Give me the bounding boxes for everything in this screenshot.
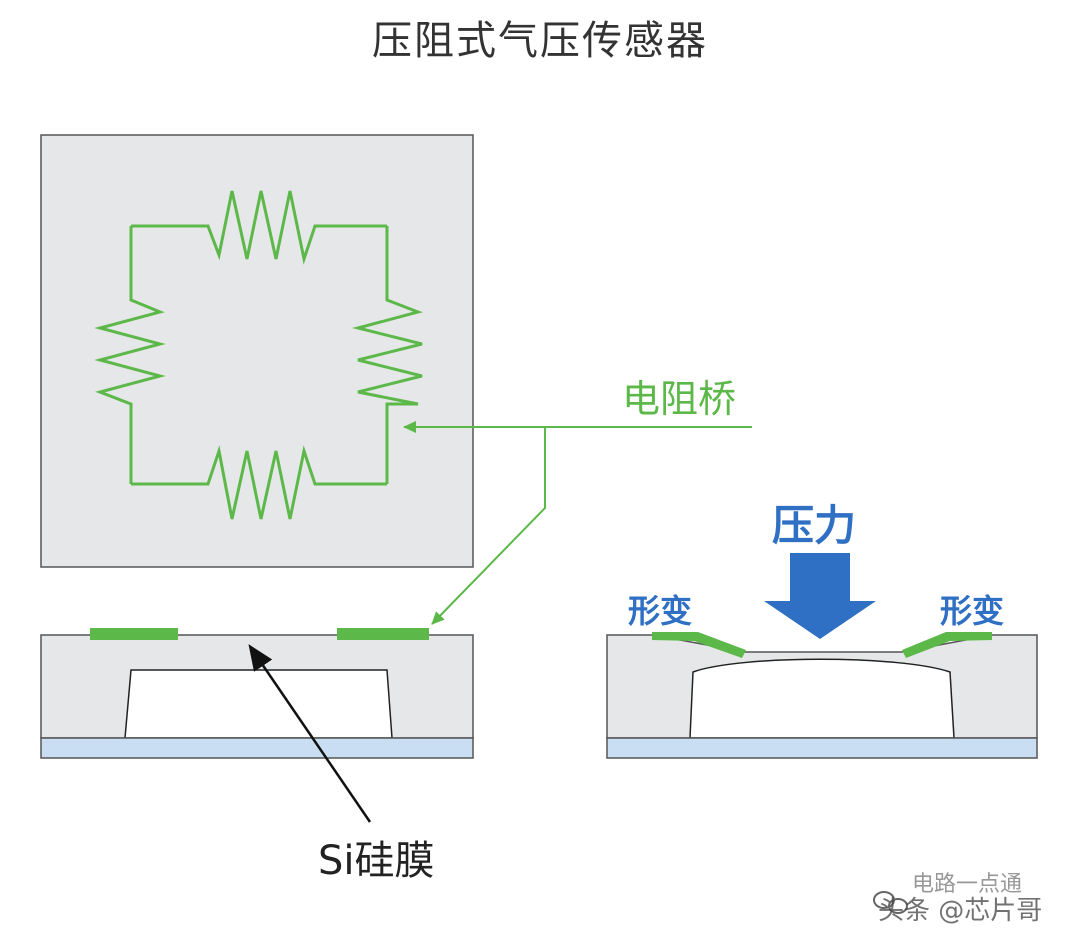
pressure-label: 压力 [772,501,857,550]
diagram-title: 压阻式气压传感器 [372,18,708,64]
piezoresistor-right-stressed [902,632,992,658]
substrate-stressed [606,737,1038,759]
resistor-bottom [131,445,387,520]
watermark-text: 头条 @芯片哥 [878,896,1043,926]
substrate-rest [40,737,474,759]
bridge-leader [403,421,752,625]
cross-section-rest [40,628,474,759]
deformation-right-label: 形变 [940,592,1005,630]
resistor-bridge [94,190,423,520]
watermark-overlay: 电路一点通 [912,872,1023,897]
resistor-right [352,226,423,484]
resistor-bridge-label: 电阻桥 [622,377,737,421]
si-membrane-label: Si硅膜 [318,838,435,884]
piezoresistor-right-rest [337,628,429,640]
membrane-pointer [248,644,372,823]
piezoresistor-left-rest [90,628,178,640]
watermark-icon [873,891,908,914]
piezoresistor-left-stressed [652,632,746,658]
force-arrow [764,553,876,639]
cross-section-stressed [606,632,1038,759]
resistor-left [94,226,166,484]
deformation-left-label: 形变 [628,592,693,630]
resistor-top [131,190,387,265]
